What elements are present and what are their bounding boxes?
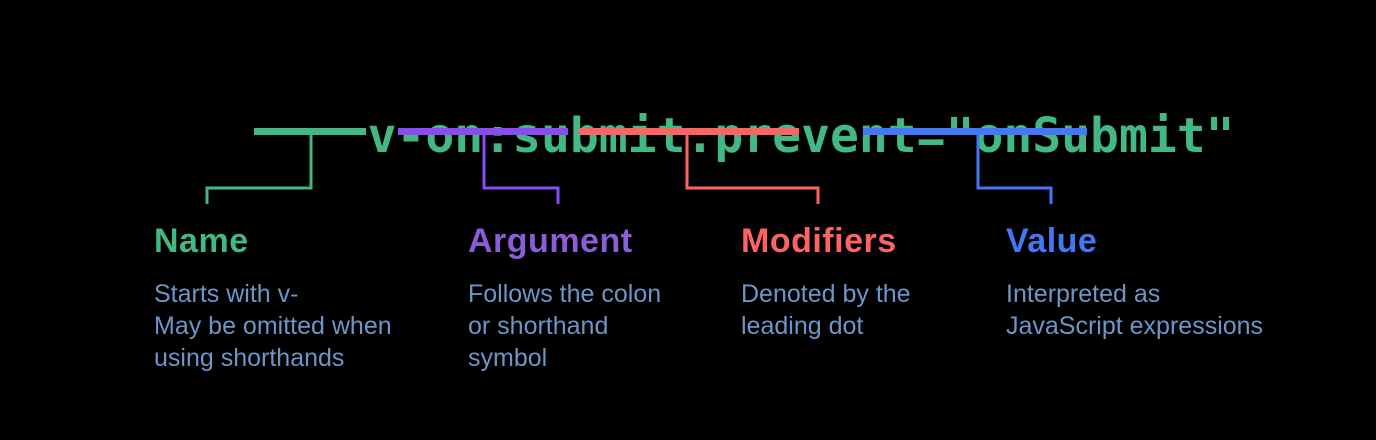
description-line: or shorthand — [468, 312, 609, 340]
annotation-name-label: Name — [154, 222, 249, 260]
name-underline-highlight — [254, 128, 366, 135]
description-line: using shorthands — [154, 344, 345, 372]
annotation-value: Value Interpreted as JavaScript expressi… — [1006, 219, 1263, 342]
description-line: JavaScript expressions — [1006, 312, 1264, 340]
annotation-argument: Argument Follows the colon or shorthand … — [468, 219, 661, 374]
annotation-modifiers-description: Denoted by the leading dot — [741, 278, 911, 342]
description-line: Denoted by the — [741, 280, 911, 308]
description-line: Starts with v- — [154, 280, 299, 308]
description-line: symbol — [468, 344, 548, 372]
annotation-argument-label: Argument — [468, 222, 633, 260]
annotation-value-label: Value — [1006, 222, 1098, 260]
modifiers-underline-highlight — [578, 128, 800, 135]
description-line: leading dot — [741, 312, 864, 340]
annotation-name: Name Starts with v- May be omitted when … — [154, 219, 392, 374]
annotation-name-description: Starts with v- May be omitted when using… — [154, 278, 392, 374]
argument-underline-highlight — [398, 128, 568, 135]
annotation-argument-description: Follows the colon or shorthand symbol — [468, 278, 661, 374]
value-underline-highlight — [862, 128, 1088, 135]
annotation-modifiers: Modifiers Denoted by the leading dot — [741, 219, 911, 342]
annotation-value-description: Interpreted as JavaScript expressions — [1006, 278, 1263, 342]
annotation-modifiers-label: Modifiers — [741, 222, 897, 260]
description-line: Interpreted as — [1006, 280, 1161, 308]
code-text: v-on:submit.prevent="onSubmit" — [367, 108, 1235, 164]
description-line: May be omitted when — [154, 312, 392, 340]
description-line: Follows the colon — [468, 280, 662, 308]
